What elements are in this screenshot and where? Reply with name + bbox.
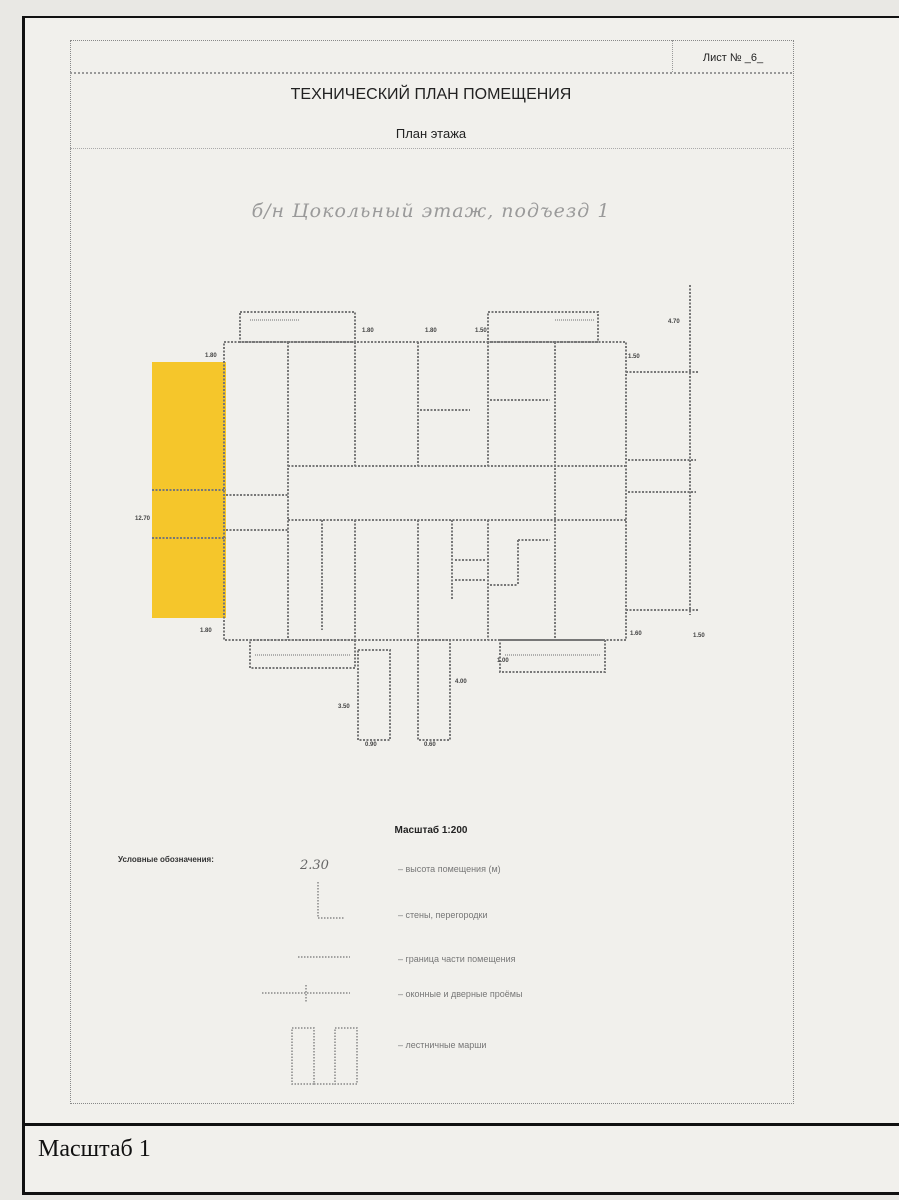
stair-shaft bbox=[417, 639, 451, 741]
dimension-label: 1.00 bbox=[497, 658, 509, 664]
page-subtitle: План этажа bbox=[395, 126, 467, 141]
plan-scale: Масштаб 1:200 bbox=[394, 825, 468, 836]
dimension-label: 1.80 bbox=[200, 628, 212, 634]
dimension-label: 1.50 bbox=[628, 354, 640, 360]
handwritten-note: б/н Цокольный этаж, подъезд 1 bbox=[251, 200, 611, 222]
dimension-label: 1.50 bbox=[475, 328, 487, 334]
legend-item: – высота помещения (м) bbox=[398, 864, 501, 874]
legend-item: – оконные и дверные проёмы bbox=[398, 989, 523, 999]
legend-item: – граница части помещения bbox=[398, 954, 516, 964]
legend-height-sample: 2.30 bbox=[300, 858, 329, 873]
dimension-label: 0.90 bbox=[365, 742, 377, 748]
dimension-label: 4.70 bbox=[668, 319, 680, 325]
dimension-label: 1.80 bbox=[362, 328, 374, 334]
legend-title: Условные обозначения: bbox=[118, 855, 214, 864]
dimension-label: 1.80 bbox=[425, 328, 437, 334]
legend-wall-symbol bbox=[317, 882, 345, 919]
entrance-porch bbox=[487, 311, 599, 343]
dimension-label: 12.70 bbox=[135, 516, 151, 522]
footer-scale-label: Масштаб 1 bbox=[38, 1136, 151, 1162]
dimension-label: 1.50 bbox=[693, 633, 705, 639]
legend-stair-symbol bbox=[291, 1027, 315, 1085]
dimension-label: 4.00 bbox=[455, 679, 467, 685]
header-divider bbox=[70, 72, 792, 74]
dimension-label: 1.80 bbox=[205, 353, 217, 359]
building-outline bbox=[223, 341, 627, 641]
entrance-porch bbox=[239, 311, 356, 343]
dimension-label: 3.50 bbox=[338, 704, 350, 710]
footer-divider bbox=[22, 1123, 899, 1126]
legend-item: – стены, перегородки bbox=[398, 910, 488, 920]
entrance-porch bbox=[499, 639, 606, 673]
subtitle-divider bbox=[70, 148, 792, 149]
drawing-frame bbox=[70, 40, 794, 1104]
dimension-label: 1.60 bbox=[630, 631, 642, 637]
page-title: ТЕХНИЧЕСКИЙ ПЛАН ПОМЕЩЕНИЯ bbox=[290, 86, 572, 103]
legend-stair-symbol bbox=[334, 1027, 358, 1085]
legend-item: – лестничные марши bbox=[398, 1040, 487, 1050]
stair-shaft bbox=[357, 649, 391, 741]
sheet-number: Лист № _6_ bbox=[672, 40, 793, 72]
dimension-label: 0.60 bbox=[424, 742, 436, 748]
entrance-porch bbox=[249, 639, 356, 669]
